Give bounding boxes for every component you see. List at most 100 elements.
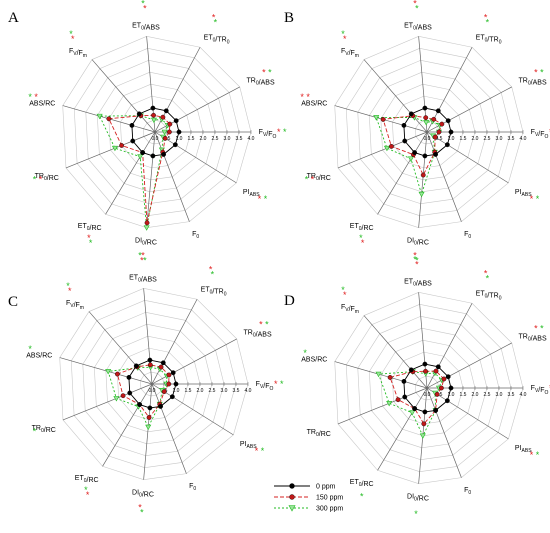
data-point — [448, 385, 454, 391]
data-point — [176, 129, 182, 135]
series-line-150-ppm — [108, 114, 171, 223]
tick-label: 2.5 — [212, 136, 219, 142]
data-point — [423, 115, 429, 121]
data-point — [166, 381, 172, 387]
significance-star: * — [89, 238, 93, 248]
significance-star: * — [209, 265, 213, 275]
tick-label: 0.0 — [149, 388, 156, 394]
significance-star: * — [33, 426, 37, 436]
web-ring — [415, 375, 440, 401]
data-point — [435, 108, 441, 114]
spoke — [146, 36, 156, 133]
data-point — [444, 398, 450, 404]
web-ring — [117, 347, 189, 421]
axis-label: FV/FO — [256, 381, 274, 392]
data-point — [409, 410, 416, 416]
data-point — [145, 424, 152, 431]
data-point — [120, 393, 126, 399]
data-point — [126, 374, 132, 380]
data-point — [423, 368, 428, 374]
data-point — [383, 145, 390, 152]
tick-label: 3.0 — [496, 392, 503, 398]
significance-star: * — [140, 255, 144, 265]
data-point — [166, 129, 172, 135]
axis-label: TR0/RC — [35, 173, 59, 182]
tick-label: 2.0 — [472, 136, 479, 142]
spoke — [65, 131, 156, 169]
web-ring — [392, 95, 464, 169]
tick-label: 3.5 — [508, 392, 515, 398]
tick-label: 1.5 — [460, 136, 467, 142]
significance-star: * — [28, 92, 32, 102]
significance-star: * — [39, 174, 43, 184]
axis-label: TR0/ABS — [247, 77, 275, 86]
significance-star: * — [540, 68, 544, 78]
legend-label: 0 ppm — [316, 484, 336, 491]
axis-label: ET0/ABS — [132, 23, 160, 32]
data-point — [161, 389, 167, 395]
axis-label: PIABS — [243, 189, 260, 198]
significance-star: * — [486, 18, 490, 28]
data-point — [167, 121, 173, 127]
data-point — [433, 408, 439, 413]
spoke — [418, 131, 428, 228]
tick-label: 1.0 — [448, 136, 455, 142]
significance-star: * — [255, 446, 259, 456]
data-point — [140, 150, 146, 155]
tick-label: 3.0 — [221, 388, 228, 394]
data-point — [435, 364, 441, 370]
data-point — [137, 154, 144, 160]
data-point — [433, 152, 439, 157]
significance-star: * — [69, 29, 73, 39]
spoke — [426, 131, 462, 222]
tick-label: 0.0 — [424, 136, 431, 142]
axis-label: DI0/RC — [132, 489, 154, 498]
spoke — [88, 311, 153, 385]
significance-star: * — [138, 250, 142, 260]
significance-star: * — [140, 508, 144, 518]
spoke — [102, 383, 153, 467]
significance-star: * — [211, 270, 215, 280]
axis-label: F0 — [189, 483, 196, 492]
axis-label: ABS/RC — [301, 356, 327, 363]
axis-label: ABS/RC — [29, 100, 55, 107]
tick-label: 2.0 — [200, 136, 207, 142]
axis-label: FV/FO — [531, 129, 549, 140]
data-point — [166, 372, 172, 378]
web-ring — [369, 327, 488, 449]
data-point — [418, 191, 425, 198]
tick-label: 3.0 — [224, 136, 231, 142]
radar-panel-A: A0.00.51.01.52.02.53.03.54.0FV/FO**PIABS… — [8, 0, 287, 266]
axis-label: ET0/TR0 — [476, 34, 502, 45]
data-point — [143, 225, 150, 231]
significance-star: * — [212, 13, 216, 23]
significance-star: * — [305, 174, 309, 184]
tick-label: 1.5 — [185, 388, 192, 394]
tick-label: 2.5 — [484, 392, 491, 398]
data-point — [146, 415, 152, 420]
significance-star: * — [530, 194, 534, 204]
data-point — [151, 112, 156, 118]
data-point — [408, 367, 414, 373]
data-point — [170, 370, 176, 376]
data-point — [113, 396, 120, 402]
significance-star: * — [68, 286, 72, 296]
tick-label: 3.5 — [508, 136, 515, 142]
significance-star: * — [414, 509, 418, 519]
web-ring — [82, 311, 225, 457]
spoke — [334, 361, 428, 389]
significance-star: * — [264, 194, 268, 204]
data-point — [422, 361, 428, 367]
web-ring — [357, 315, 500, 461]
significance-star: * — [415, 3, 419, 13]
data-point — [136, 111, 142, 117]
data-point — [408, 111, 414, 117]
data-point — [150, 105, 156, 111]
axis-label: F0 — [464, 487, 471, 496]
tick-label: 2.5 — [484, 136, 491, 142]
data-point — [441, 376, 447, 382]
panel-letter: A — [8, 10, 19, 26]
significance-star: * — [274, 379, 278, 389]
